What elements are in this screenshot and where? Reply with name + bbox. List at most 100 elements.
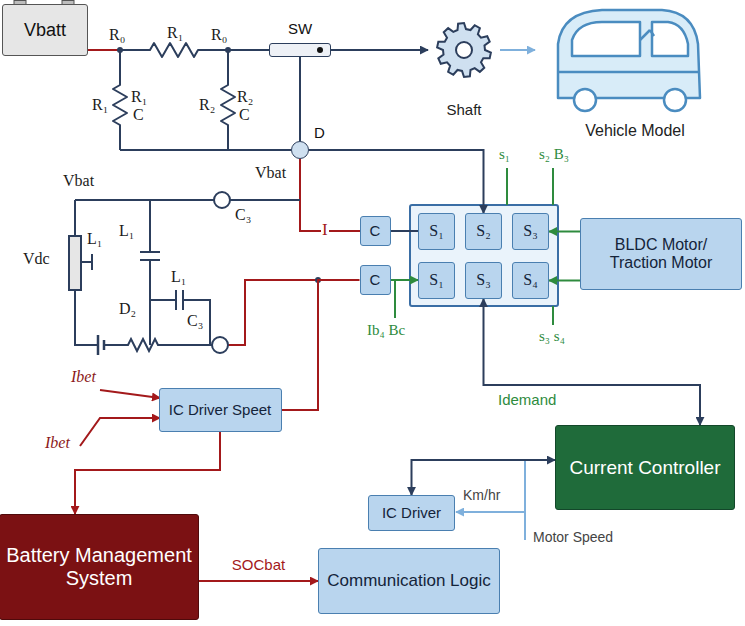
supply-wires: [228, 280, 318, 345]
part-label: Vdc: [22, 250, 51, 268]
node-text: S₂: [472, 222, 494, 240]
signal-label: Idemand: [497, 392, 557, 409]
connector: [331, 49, 428, 51]
node-text: IC Driver Speet: [165, 401, 276, 418]
speed-feedback: [456, 511, 525, 513]
vehicle-illustration: [652, 22, 688, 56]
node-text: SW: [270, 20, 330, 37]
part-label: C₃: [234, 206, 252, 224]
connector: [549, 280, 580, 282]
dc-source-circuit: [75, 290, 98, 345]
connector: [484, 299, 701, 425]
signal-label: s₂ B₃: [538, 146, 570, 163]
dc-source-circuit: [97, 335, 100, 355]
supply-wires: [300, 159, 362, 231]
gear-icon: [437, 23, 491, 77]
node-text: BLDC Motor/ Traction Motor: [581, 236, 741, 273]
signal-label: s₁: [498, 146, 511, 163]
battery-box: Vbatt: [2, 4, 88, 56]
capacitor-box: C: [360, 216, 391, 245]
connector: [500, 49, 535, 51]
part-label: R₁: [130, 88, 148, 106]
node-text: S₄: [519, 271, 541, 289]
resistor-network: [120, 149, 291, 151]
part-label: L₁: [170, 268, 187, 286]
signal-lines: [552, 168, 554, 205]
signal-label: s₃ s₄: [538, 328, 566, 345]
vehicle-illustration: [558, 10, 700, 98]
part-label: R₂: [236, 88, 254, 106]
part-label: R₂: [198, 96, 216, 114]
resistor-network: [117, 47, 123, 53]
resistor-network: [88, 43, 291, 150]
connector: [391, 230, 419, 232]
switch-cell: S₁: [418, 213, 455, 250]
motor-box: BLDC Motor/ Traction Motor: [580, 218, 742, 290]
vehicle-illustration: [664, 89, 686, 111]
part-label: L₁: [118, 222, 135, 240]
node-text: Battery Management System: [0, 544, 198, 590]
dc-source-circuit: [69, 192, 230, 355]
part-label: R₁: [91, 96, 109, 114]
node-text: S₁: [425, 271, 447, 289]
node-text: C: [366, 222, 385, 239]
dc-source-circuit: [75, 199, 214, 201]
node-text: S₁: [425, 222, 447, 240]
signal-lines: [552, 306, 554, 325]
switch-box: SW: [269, 43, 331, 57]
speed-feedback: [456, 460, 525, 540]
dc-source-circuit: [212, 337, 228, 353]
node-text: IC Driver: [378, 504, 445, 521]
resistor-network: [120, 43, 269, 57]
part-label: Vbat: [254, 164, 287, 182]
node-text: Communication Logic: [323, 571, 494, 591]
node-text: S₃: [519, 222, 541, 240]
logic-box: Communication Logic: [318, 548, 500, 614]
dc-source-circuit: [214, 192, 230, 208]
shaft-icon: Shaft: [428, 18, 500, 118]
vehicle-illustration: [558, 10, 700, 111]
dc-source-circuit: [69, 236, 81, 290]
driver-box: IC Driver Speet: [159, 388, 282, 432]
signal-label: Ib₄ Bc: [366, 322, 406, 339]
part-label: L₁: [86, 230, 103, 248]
signal-label: Ibet: [44, 434, 71, 452]
switch-cell: S₃: [465, 262, 502, 299]
signal-label: Km/hr: [462, 488, 501, 503]
vehicle-model: Vehicle Model: [535, 2, 735, 140]
part-label: C: [132, 106, 145, 124]
current-sense-arrows: [80, 390, 160, 446]
resistor-network: [113, 50, 127, 150]
capacitor-box: C: [360, 265, 391, 294]
switch-cell: S₃: [512, 213, 549, 250]
supply-wires: [230, 199, 300, 201]
signal-lines: [394, 280, 396, 318]
connector: [75, 432, 220, 514]
gear-icon: [437, 23, 491, 77]
supply-wires: [228, 159, 362, 345]
node-text: Current Controller: [566, 457, 725, 479]
speed-feedback: [524, 460, 526, 540]
current-sense-arrows: [80, 418, 160, 446]
node-text: C: [366, 271, 385, 288]
vehicle-illustration: [558, 71, 700, 74]
connector: [549, 231, 580, 233]
signal-lines: [395, 168, 553, 325]
part-label: R₀: [210, 26, 228, 44]
vehicle-illustration: [640, 30, 654, 40]
part-label: C₃: [186, 312, 204, 330]
node-text: D: [314, 124, 325, 141]
switch-contact: [317, 47, 323, 53]
connector: [309, 150, 484, 213]
node-text: Vehicle Model: [535, 122, 735, 140]
connector: [391, 279, 419, 281]
part-label: C: [238, 106, 251, 124]
dc-source-circuit: [74, 200, 76, 236]
vehicle-illustration: [572, 22, 640, 56]
connector: [282, 280, 360, 410]
connector: [199, 580, 318, 582]
part-label: R₀: [108, 26, 126, 44]
part-label: Vbat: [62, 172, 95, 190]
signal-label: Motor Speed: [532, 530, 614, 545]
